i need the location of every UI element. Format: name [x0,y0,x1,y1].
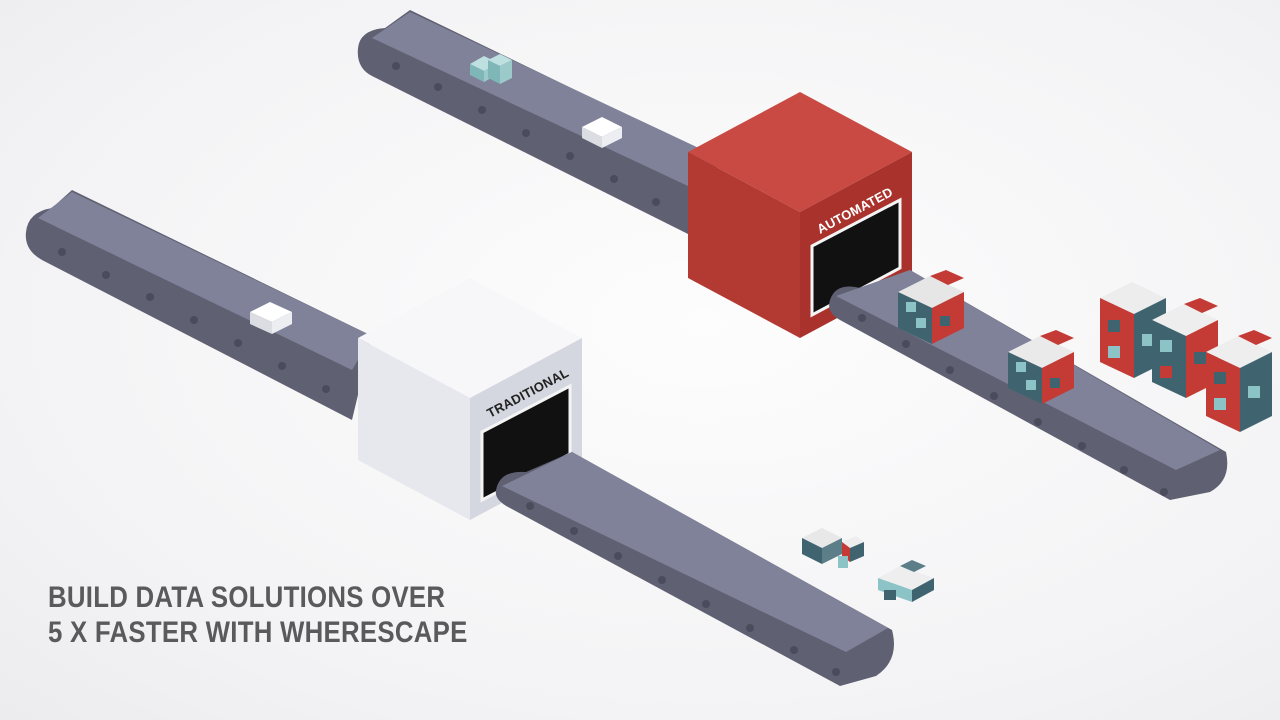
traditional-input-conveyor [25,190,373,420]
automated-input-conveyor [357,10,720,235]
loose-piece-1 [802,528,864,568]
white-block-input-bottom [250,302,292,334]
assembled-block-1 [898,270,964,344]
headline-line-1: BUILD DATA SOLUTIONS OVER [48,581,446,614]
teal-block-input [470,54,512,84]
white-block-input-top [582,117,622,148]
headline-line-2: 5 X FASTER WITH WHERESCAPE [48,616,468,649]
headline: BUILD DATA SOLUTIONS OVER 5 X FASTER WIT… [48,580,468,650]
loose-piece-2 [878,560,934,602]
traditional-output-conveyor [495,452,894,686]
assembled-block-2 [1008,330,1074,404]
assembled-stack-3 [1206,330,1272,432]
traditional-box: TRADITIONAL [358,278,582,520]
